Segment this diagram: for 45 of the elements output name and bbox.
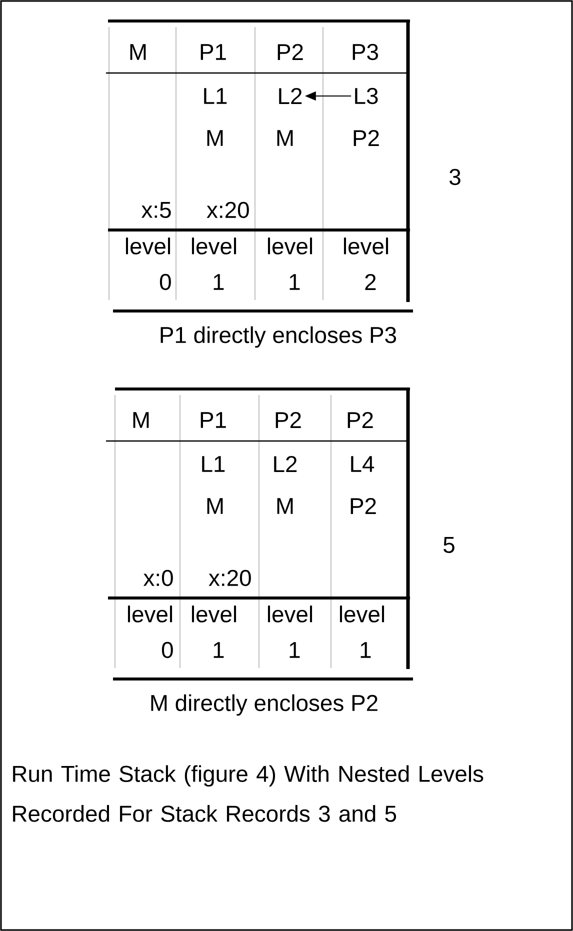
column-heading: P2 — [278, 44, 303, 60]
record-number: 5 — [444, 537, 454, 553]
caption-text: Run Time Stack (figure 4) With Nested Levels Recorded For Stack Records 3 and 5 — [13, 765, 484, 822]
level-label: level — [268, 238, 312, 254]
note-text: M directly encloses P2 — [151, 694, 378, 716]
stack-entry: L4 — [351, 456, 374, 472]
column-heading: P2 — [276, 412, 301, 428]
variable-value: x:20 — [206, 202, 249, 218]
stack-entry: M — [207, 498, 223, 514]
column-heading: M — [133, 412, 149, 428]
level-number: 0 — [162, 642, 173, 658]
level-number: 1 — [360, 642, 371, 658]
stack-entry: P2 — [350, 498, 376, 514]
stack-entry: L2 — [274, 456, 297, 472]
stack-entry: L1 — [202, 456, 225, 472]
level-number: 0 — [160, 274, 171, 290]
level-label: level — [268, 606, 312, 622]
level-number: 1 — [290, 274, 300, 290]
stack-entry: P2 — [354, 130, 379, 146]
level-label: level — [192, 606, 236, 622]
level-label: level — [126, 238, 170, 254]
stack-entry: M — [207, 130, 223, 146]
level-label: level — [340, 606, 384, 622]
variable-value: x:5 — [141, 202, 171, 218]
variable-value: x:0 — [143, 570, 173, 586]
stack-entry: M — [277, 130, 293, 146]
level-label: level — [128, 606, 172, 622]
stack-entry: L1 — [204, 88, 227, 104]
column-heading: P3 — [352, 44, 378, 60]
level-label: level — [344, 238, 388, 254]
note-text: P1 directly encloses P3 — [160, 326, 396, 348]
column-heading: P2 — [348, 412, 373, 428]
column-heading: M — [130, 44, 146, 60]
column-heading: P1 — [200, 44, 226, 60]
level-label: level — [192, 238, 236, 254]
level-number: 1 — [214, 642, 224, 658]
stack-entry: L2 — [279, 88, 302, 104]
stack-entry: L3 — [355, 88, 378, 104]
variable-value: x:20 — [208, 570, 251, 586]
record-number: 3 — [450, 168, 460, 186]
level-number: 2 — [365, 274, 376, 290]
level-number: 1 — [214, 274, 224, 290]
level-number: 1 — [290, 642, 300, 658]
stack-entry: M — [277, 498, 293, 514]
column-heading: P1 — [200, 412, 226, 428]
